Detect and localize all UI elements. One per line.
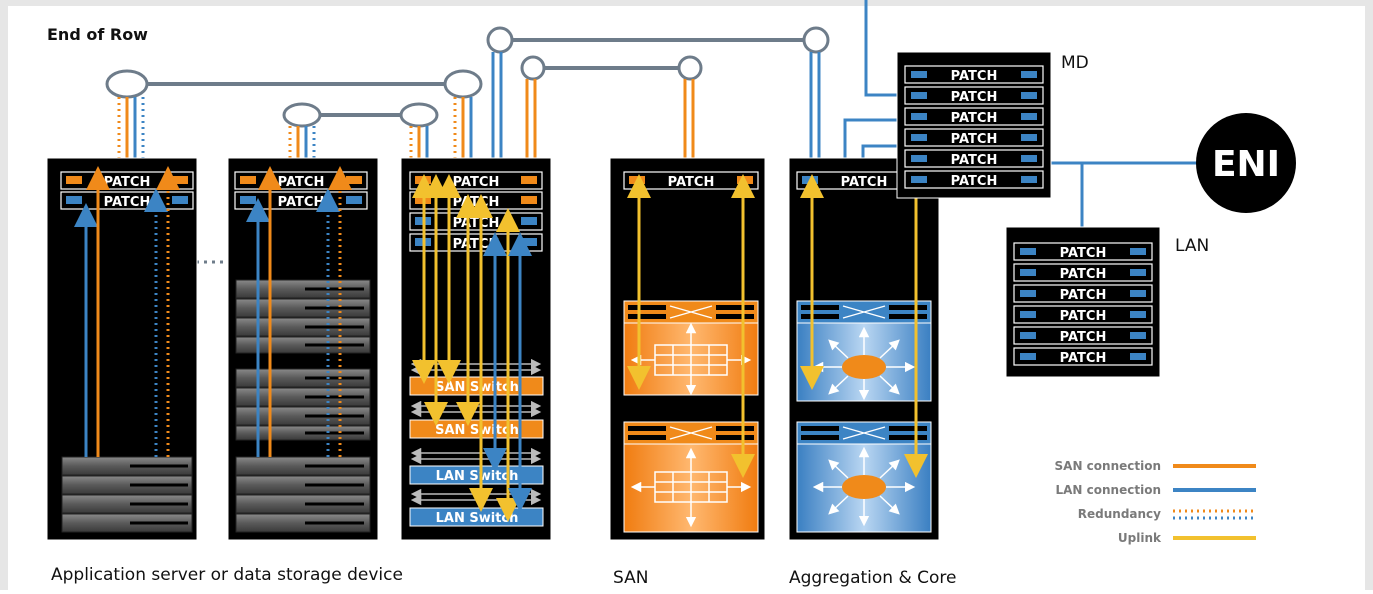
rack-san: PATCH: [609, 157, 766, 541]
md-patch-cabinet: PATCH PATCH PATCH PATCH PATCH PATCH MD: [896, 51, 1089, 199]
rack-app-1: PATCH PATCH: [46, 157, 198, 541]
patch-label: PATCH: [951, 132, 998, 147]
core-links: [843, 0, 1200, 228]
patch-label: PATCH: [841, 175, 888, 190]
patch-label: PATCH: [951, 153, 998, 168]
patch-label: PATCH: [951, 174, 998, 189]
legend: SAN connection LAN connection Redundancy…: [1055, 459, 1256, 545]
trunk-lines: [143, 38, 803, 117]
patch-panel: PATCH: [60, 191, 194, 210]
patch-panel: PATCH: [904, 128, 1044, 147]
patch-label: PATCH: [453, 175, 500, 190]
patch-panel: PATCH: [904, 149, 1044, 168]
patch-panel: PATCH: [623, 171, 759, 190]
patch-panel: PATCH: [60, 171, 194, 190]
patch-label: PATCH: [1060, 246, 1107, 261]
san-switch-label: SAN Switch: [435, 380, 519, 395]
lan-label: LAN: [1175, 236, 1209, 256]
patch-panel: PATCH: [409, 233, 543, 252]
patch-panel: PATCH: [234, 171, 368, 190]
patch-label: PATCH: [951, 111, 998, 126]
patch-panel: PATCH: [234, 191, 368, 210]
eni-node: ENI: [1196, 113, 1296, 213]
patch-label: PATCH: [1060, 351, 1107, 366]
patch-label: PATCH: [1060, 309, 1107, 324]
legend-label: Redundancy: [1078, 507, 1161, 521]
san-director-top: [623, 300, 759, 396]
patch-label: PATCH: [951, 90, 998, 105]
patch-label: PATCH: [668, 175, 715, 190]
rack-uplink-cables: [117, 52, 821, 160]
legend-label: Uplink: [1118, 531, 1162, 545]
patch-panel: PATCH: [1013, 347, 1153, 366]
patch-label: PATCH: [1060, 267, 1107, 282]
server-stack: [61, 456, 193, 533]
patch-panel: PATCH: [904, 170, 1044, 189]
patch-panel: PATCH: [1013, 263, 1153, 282]
rack-switch: PATCH PATCH PATCH PATCH: [400, 157, 552, 541]
patch-label: PATCH: [104, 175, 151, 190]
patch-panel: PATCH: [409, 212, 543, 231]
caption-san: SAN: [613, 568, 648, 588]
patch-panel: PATCH: [904, 65, 1044, 84]
patch-panel: PATCH: [904, 107, 1044, 126]
patch-panel: PATCH: [409, 171, 543, 190]
lan-switch: LAN Switch: [409, 465, 544, 485]
server-stack: [235, 279, 371, 533]
patch-label: PATCH: [1060, 288, 1107, 303]
patch-panel: PATCH: [1013, 284, 1153, 303]
san-switch-label: SAN Switch: [435, 423, 519, 438]
core-switch-top: [796, 300, 932, 402]
caption-app: Application server or data storage devic…: [51, 565, 403, 585]
patch-label: PATCH: [104, 195, 151, 210]
patch-panel: PATCH: [904, 86, 1044, 105]
legend-label: SAN connection: [1055, 459, 1161, 473]
patch-label: PATCH: [1060, 330, 1107, 345]
patch-panel: PATCH: [1013, 326, 1153, 345]
rack-app-2: PATCH PATCH: [227, 157, 379, 541]
san-switch: SAN Switch: [409, 419, 544, 439]
core-switch-bottom: [796, 421, 932, 533]
md-label: MD: [1061, 53, 1089, 73]
lan-switch: LAN Switch: [409, 507, 544, 527]
patch-panel: PATCH: [409, 191, 543, 210]
patch-label: PATCH: [278, 175, 325, 190]
patch-panel: PATCH: [1013, 242, 1153, 261]
patch-label: PATCH: [453, 237, 500, 252]
lan-switch-label: LAN Switch: [436, 469, 519, 484]
san-director-bottom: [623, 421, 759, 533]
legend-label: LAN connection: [1056, 483, 1162, 497]
patch-label: PATCH: [951, 69, 998, 84]
patch-label: PATCH: [453, 195, 500, 210]
patch-label: PATCH: [278, 195, 325, 210]
eni-label: ENI: [1212, 144, 1280, 185]
lan-patch-cabinet: PATCH PATCH PATCH PATCH PATCH PATCH LAN: [1005, 226, 1209, 378]
rack-aggregation-core: PATCH: [788, 157, 940, 541]
patch-panel: PATCH: [1013, 305, 1153, 324]
trunk-ellipses: [105, 26, 830, 128]
caption-agg: Aggregation & Core: [789, 568, 956, 588]
lan-switch-label: LAN Switch: [436, 511, 519, 526]
patch-label: PATCH: [453, 216, 500, 231]
san-switch: SAN Switch: [409, 376, 544, 396]
diagram-title: End of Row: [47, 25, 148, 44]
